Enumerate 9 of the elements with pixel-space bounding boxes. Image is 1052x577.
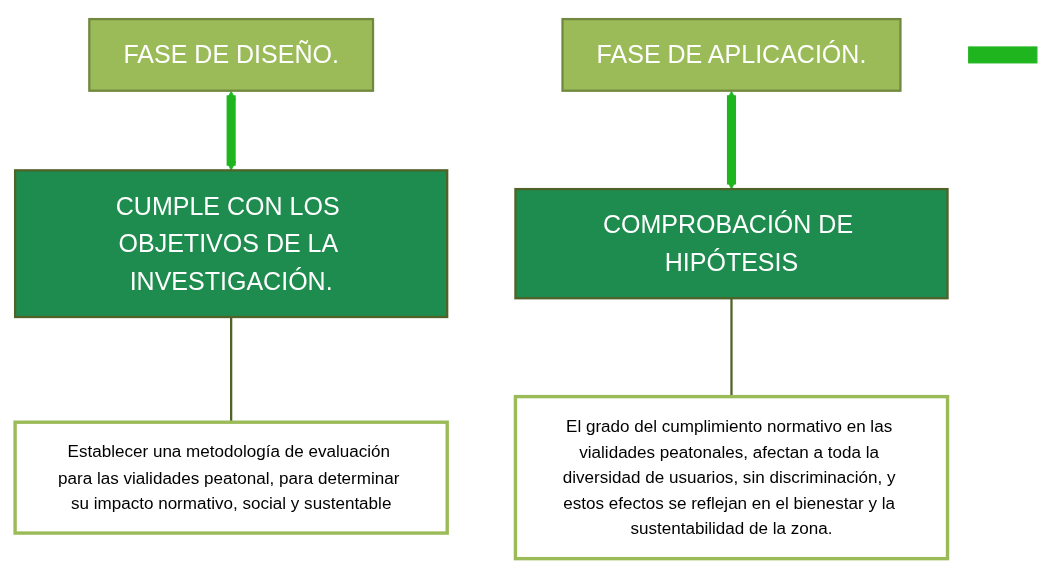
node-box: El grado del cumplimiento normativo en las vialidades peatonales, afectan a toda la diversidad de usuarios, sin discriminación, y estos efectos se reflejan en el bienestar y la sustentabilidad de la zona. bbox=[513, 394, 950, 560]
node-bar bbox=[968, 46, 1038, 64]
connector bbox=[730, 297, 733, 397]
node-box: FASE DE DISEÑO. bbox=[88, 17, 375, 92]
node-box: FASE DE APLICACIÓN. bbox=[561, 17, 902, 92]
node-box: CUMPLE CON LOS OBJETIVOS DE LA INVESTIGACIÓN. bbox=[13, 168, 449, 318]
node-box: Establecer una metodología de evaluación para las vialidades peatonal, para determinar su impacto normativo, social y sustentable bbox=[13, 420, 449, 535]
connector bbox=[230, 316, 233, 422]
node-box: COMPROBACIÓN DE HIPÓTESIS bbox=[514, 187, 949, 299]
